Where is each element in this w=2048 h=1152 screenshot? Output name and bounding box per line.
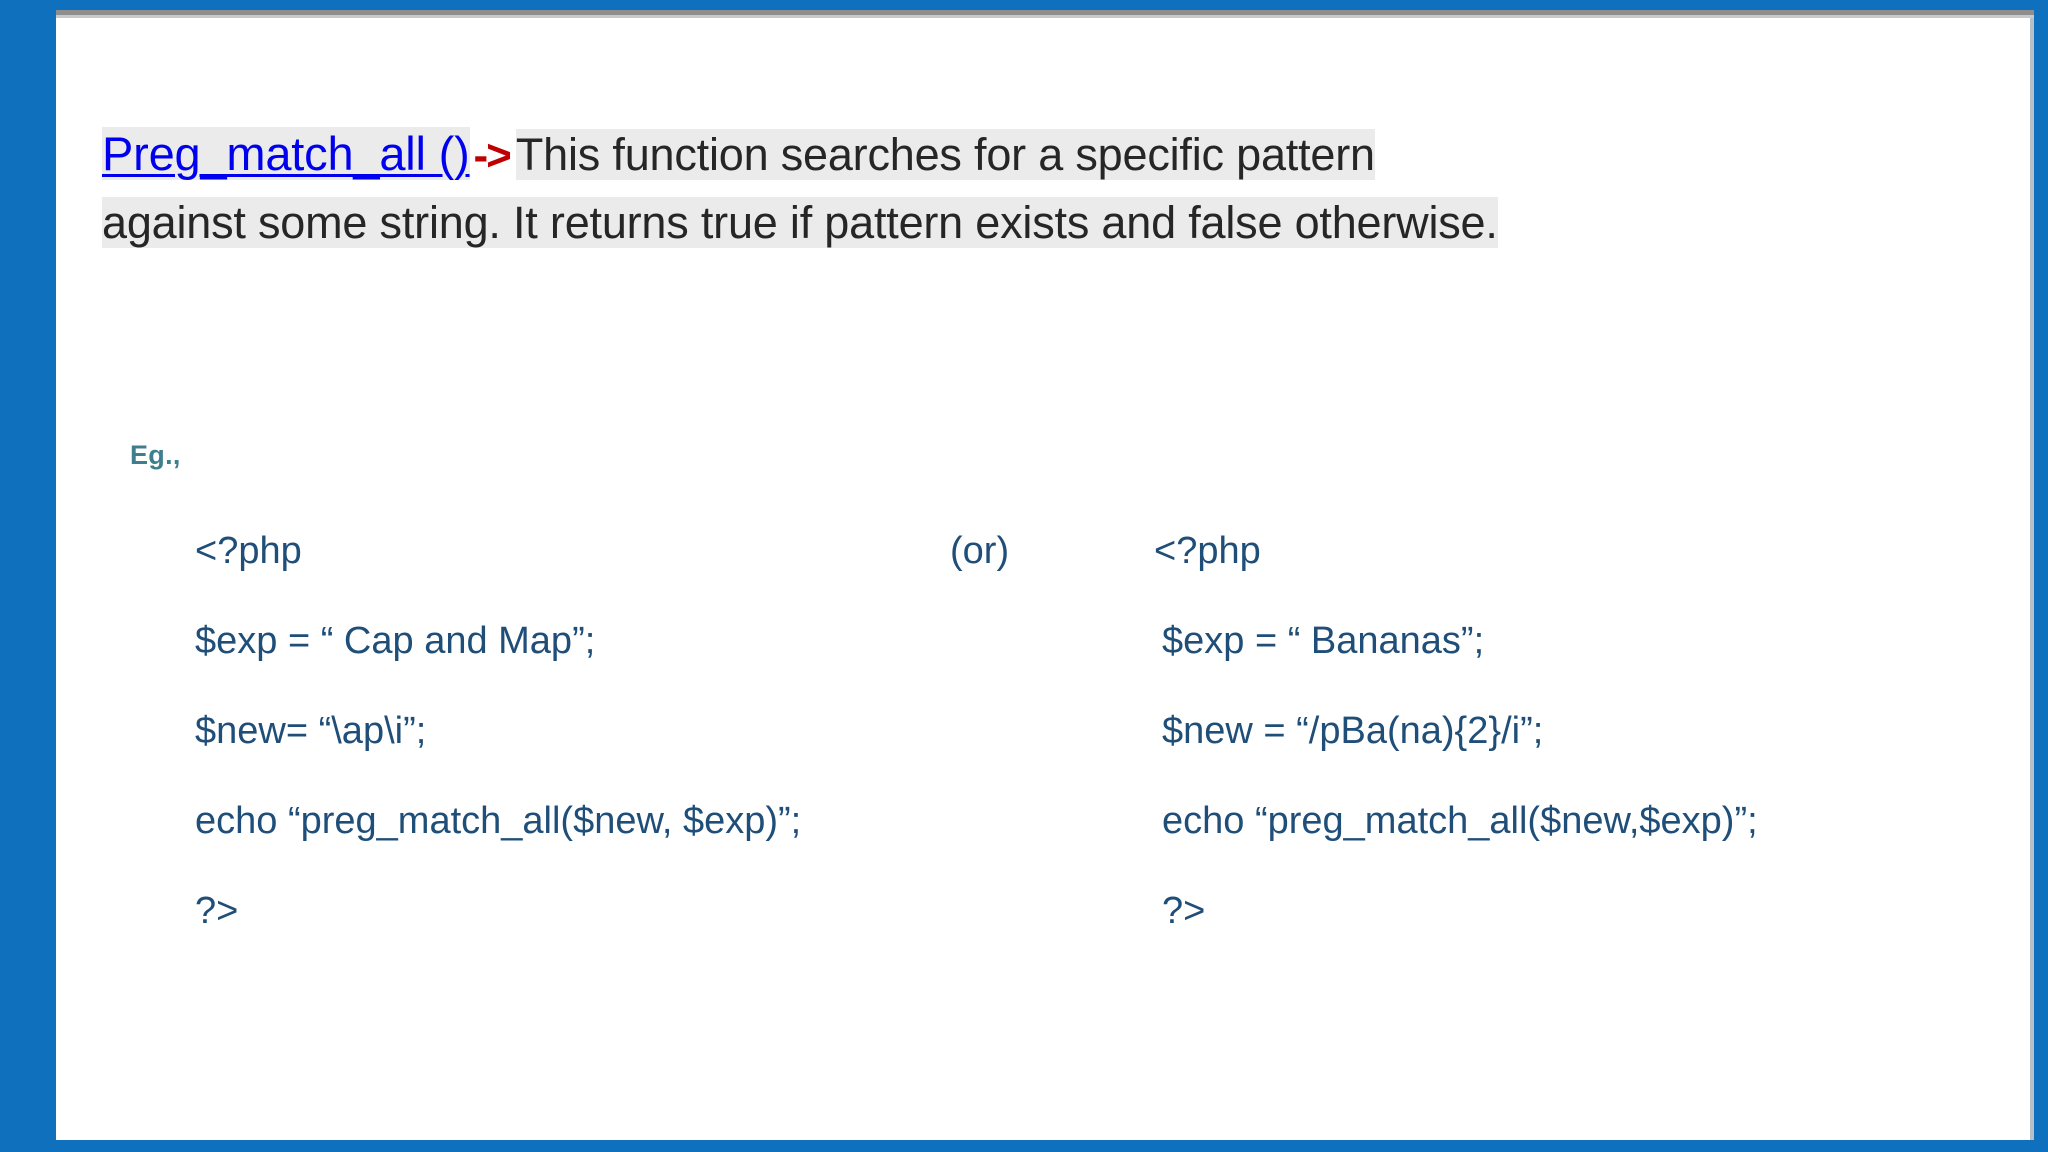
right-code-line-5: ?> xyxy=(1162,890,1206,932)
code-row: <?php (or) <?php xyxy=(130,530,1770,620)
right-code-line-3: $new = “/pBa(na){2}/i”; xyxy=(1162,710,1544,752)
definition-paragraph: Preg_match_all ()->This function searche… xyxy=(102,120,1822,256)
slide-canvas: Preg_match_all ()->This function searche… xyxy=(62,20,2028,1136)
left-code-line-5: ?> xyxy=(195,890,239,932)
left-code-line-4: echo “preg_match_all($new, $exp)”; xyxy=(195,800,802,842)
right-code-line-1: <?php xyxy=(1154,530,1261,572)
code-comparison-area: <?php (or) <?php $exp = “ Cap and Map”; … xyxy=(130,530,1770,980)
code-row: $exp = “ Cap and Map”; $exp = “ Bananas”… xyxy=(130,620,1770,710)
definition-line-1: This function searches for a specific pa… xyxy=(515,129,1375,180)
or-separator: (or) xyxy=(950,530,1010,572)
right-code-line-4: echo “preg_match_all($new,$exp)”; xyxy=(1162,800,1758,842)
code-row: $new= “\ap\i”; $new = “/pBa(na){2}/i”; xyxy=(130,710,1770,800)
example-label: Eg., xyxy=(130,440,181,470)
code-row: ?> ?> xyxy=(130,890,1770,980)
right-code-line-2: $exp = “ Bananas”; xyxy=(1162,620,1485,662)
code-row: echo “preg_match_all($new, $exp)”; echo … xyxy=(130,800,1770,890)
left-code-line-3: $new= “\ap\i”; xyxy=(195,710,427,752)
arrow-marker: -> xyxy=(473,131,512,180)
left-code-line-1: <?php xyxy=(195,530,302,572)
definition-line-2: against some string. It returns true if … xyxy=(102,197,1498,248)
left-code-line-2: $exp = “ Cap and Map”; xyxy=(195,620,596,662)
function-name-link[interactable]: Preg_match_all () xyxy=(102,127,470,180)
